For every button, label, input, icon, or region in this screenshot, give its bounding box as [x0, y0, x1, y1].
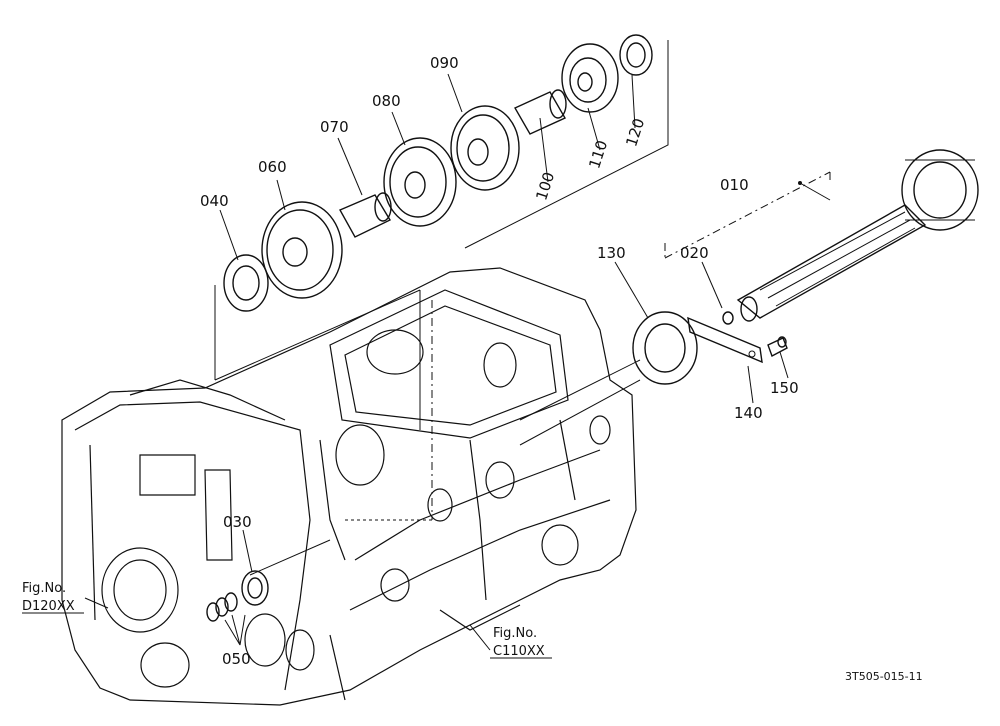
label-090: 090 [430, 54, 459, 72]
ref-c110xx-line2: C110XX [493, 644, 545, 659]
lower-parts [206, 570, 269, 646]
label-010: 010 [720, 176, 749, 194]
leader-lines [84, 73, 789, 651]
transmission-housing [61, 267, 637, 706]
part-labels: 010 020 030 040 050 060 070 080 090 100 … [200, 54, 799, 668]
label-100: 100 [532, 170, 558, 203]
label-080: 080 [372, 92, 401, 110]
label-150: 150 [770, 379, 799, 397]
label-060: 060 [258, 158, 287, 176]
assembly-lines [214, 40, 831, 576]
label-120: 120 [622, 116, 648, 149]
ref-d120xx-line2: D120XX [22, 599, 75, 614]
label-020: 020 [680, 244, 709, 262]
label-050: 050 [222, 650, 251, 668]
ref-d120xx-line1: Fig.No. [22, 581, 66, 596]
bearing-plate-assembly [632, 311, 788, 385]
figure-references: Fig.No. D120XX Fig.No. C110XX [22, 581, 552, 659]
label-030: 030 [223, 513, 252, 531]
label-110: 110 [585, 138, 611, 171]
label-040: 040 [200, 192, 229, 210]
gear-stack [223, 34, 653, 312]
drawing-code: 3T505-015-11 [845, 670, 923, 683]
label-130: 130 [597, 244, 626, 262]
label-070: 070 [320, 118, 349, 136]
input-shaft [722, 149, 979, 325]
ref-c110xx-line1: Fig.No. [493, 626, 537, 641]
label-140: 140 [734, 404, 763, 422]
